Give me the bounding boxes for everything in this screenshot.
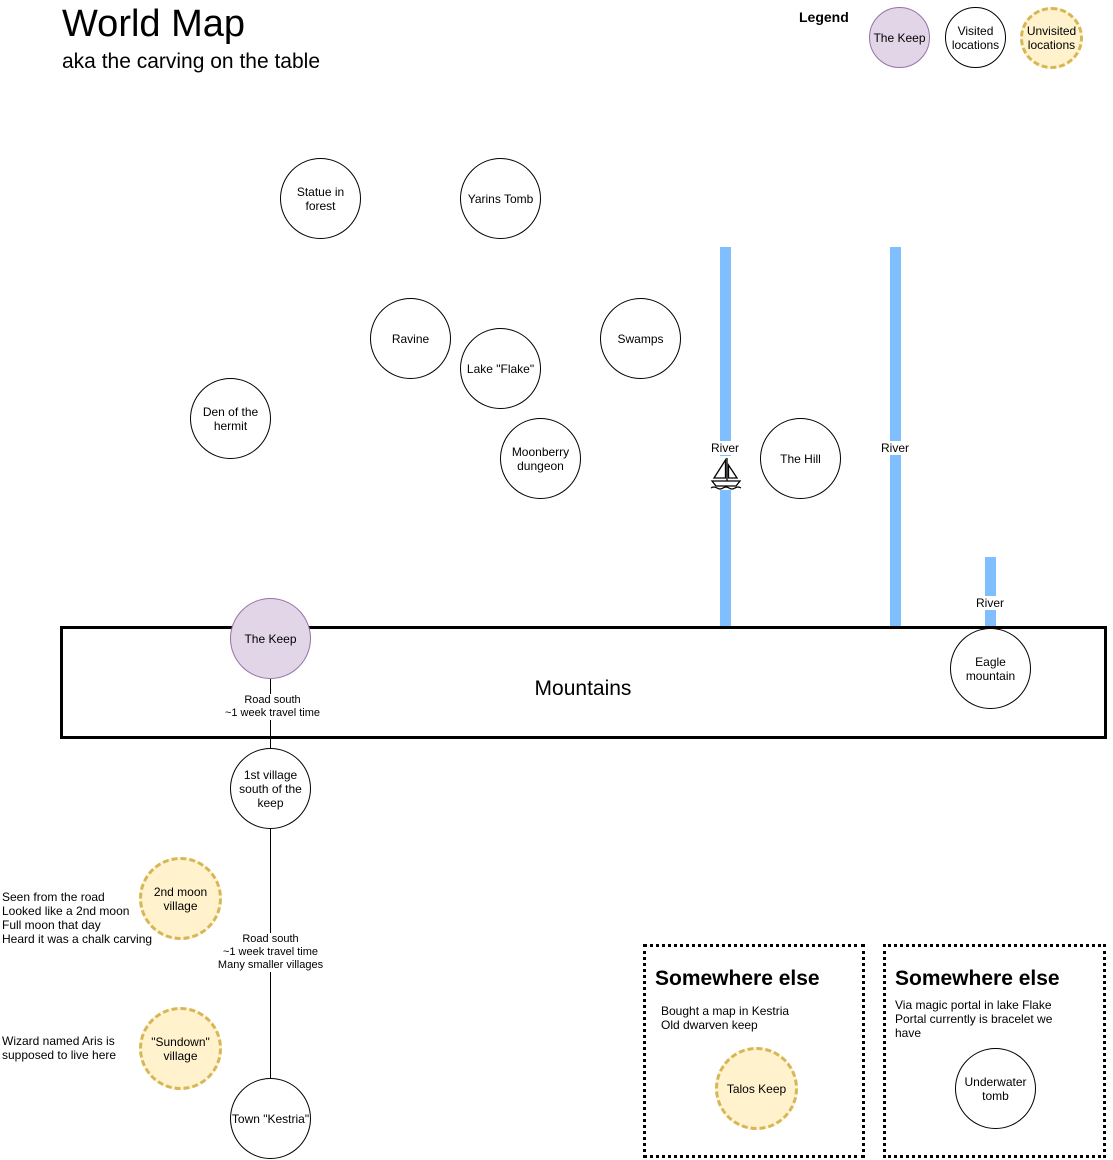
location-underwater-tomb[interactable]: Underwater tomb bbox=[955, 1048, 1036, 1129]
elsewhere-text-1: Bought a map in Kestria Old dwarven keep bbox=[661, 1004, 790, 1032]
location-sundown-village[interactable]: "Sundown" village bbox=[139, 1007, 222, 1090]
page-subtitle: aka the carving on the table bbox=[62, 50, 321, 73]
location-ravine[interactable]: Ravine bbox=[370, 298, 451, 379]
location-second-moon-village[interactable]: 2nd moon village bbox=[139, 857, 222, 940]
location-talos-keep[interactable]: Talos Keep bbox=[715, 1047, 798, 1130]
note-second-moon: Seen from the road Looked like a 2nd moo… bbox=[2, 890, 153, 946]
location-lake-flake[interactable]: Lake "Flake" bbox=[460, 328, 541, 409]
note-sundown: Wizard named Aris is supposed to live he… bbox=[2, 1034, 117, 1062]
location-eagle-mountain[interactable]: Eagle mountain bbox=[950, 628, 1031, 709]
legend-label: Legend bbox=[799, 9, 849, 25]
road-label-2: Road south ~1 week travel time Many smal… bbox=[200, 933, 341, 972]
location-the-keep[interactable]: The Keep bbox=[230, 598, 311, 679]
river-1-label: River bbox=[695, 441, 755, 455]
location-moonberry-dungeon[interactable]: Moonberry dungeon bbox=[500, 418, 581, 499]
elsewhere-text-2: Via magic portal in lake Flake Portal cu… bbox=[895, 998, 1053, 1040]
location-first-village[interactable]: 1st village south of the keep bbox=[230, 748, 311, 829]
elsewhere-title-2: Somewhere else bbox=[895, 967, 1060, 990]
location-yarins-tomb[interactable]: Yarins Tomb bbox=[460, 158, 541, 239]
location-statue-in-forest[interactable]: Statue in forest bbox=[280, 158, 361, 239]
elsewhere-box-1: Somewhere else Bought a map in Kestria O… bbox=[643, 944, 865, 1158]
sailboat-icon bbox=[709, 456, 743, 490]
location-town-kestria[interactable]: Town "Kestria" bbox=[230, 1078, 311, 1159]
elsewhere-title-1: Somewhere else bbox=[655, 967, 820, 990]
river-3-label: River bbox=[960, 596, 1020, 610]
location-den-of-the-hermit[interactable]: Den of the hermit bbox=[190, 378, 271, 459]
road-label-1: Road south ~1 week travel time bbox=[200, 694, 345, 720]
mountains-label: Mountains bbox=[534, 677, 632, 700]
location-swamps[interactable]: Swamps bbox=[600, 298, 681, 379]
river-2-label: River bbox=[865, 441, 925, 455]
elsewhere-box-2: Somewhere else Via magic portal in lake … bbox=[883, 944, 1106, 1158]
location-the-hill[interactable]: The Hill bbox=[760, 418, 841, 499]
river-1 bbox=[720, 247, 731, 628]
page-title: World Map bbox=[62, 3, 246, 45]
river-3 bbox=[985, 557, 996, 628]
river-2 bbox=[890, 247, 901, 628]
legend-unvisited: Unvisited locations bbox=[1020, 7, 1083, 69]
legend-keep: The Keep bbox=[869, 7, 930, 68]
legend-visited: Visited locations bbox=[945, 7, 1006, 68]
